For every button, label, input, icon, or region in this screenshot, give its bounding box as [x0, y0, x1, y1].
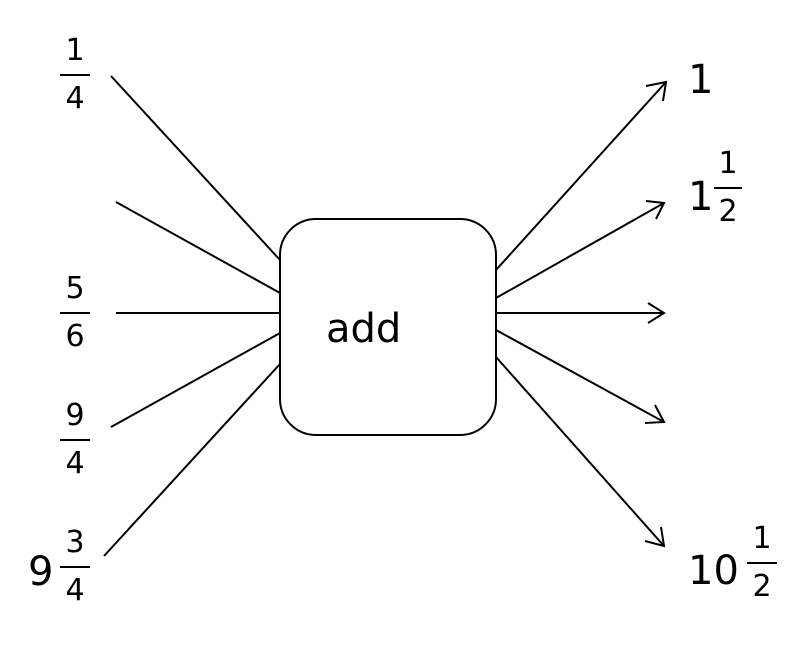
input-3-denominator: 6 — [65, 319, 85, 354]
output-1-whole: 1 — [688, 57, 714, 103]
fraction-bar — [60, 312, 90, 314]
output-2-numerator: 1 — [718, 146, 738, 181]
input-1-numerator: 1 — [65, 33, 85, 68]
fraction-bar — [60, 74, 90, 76]
output-arrow-2 — [495, 200, 666, 299]
input-5-denominator: 4 — [65, 573, 85, 608]
input-5-whole: 9 — [28, 549, 54, 595]
output-2-denominator: 2 — [718, 194, 738, 229]
input-line-1 — [110, 75, 281, 261]
output-5-denominator: 2 — [752, 569, 772, 604]
add-box — [279, 218, 497, 436]
input-1-denominator: 4 — [65, 81, 85, 116]
input-3-fraction: 5 6 — [60, 274, 90, 352]
output-arrow-3 — [496, 302, 666, 324]
output-2-whole: 1 — [688, 174, 714, 220]
fraction-bar — [714, 187, 742, 189]
output-5-numerator: 1 — [752, 521, 772, 556]
operation-label: add — [326, 306, 402, 352]
input-1-fraction: 1 4 — [60, 36, 90, 114]
output-arrow-1 — [495, 80, 668, 271]
output-arrow-5 — [495, 356, 666, 548]
input-5-fraction: 3 4 — [60, 528, 90, 606]
fraction-bar — [60, 439, 90, 441]
input-line-2 — [115, 201, 281, 294]
output-arrow-4 — [495, 329, 666, 424]
output-2-fraction: 1 2 — [714, 149, 742, 227]
input-line-4 — [110, 332, 281, 428]
output-5-whole: 10 — [688, 548, 739, 594]
input-3-numerator: 5 — [65, 271, 85, 306]
fraction-bar — [60, 566, 90, 568]
input-4-fraction: 9 4 — [60, 401, 90, 479]
input-4-denominator: 4 — [65, 446, 85, 481]
fraction-bar — [747, 562, 777, 564]
input-5-numerator: 3 — [65, 525, 85, 560]
input-4-numerator: 9 — [65, 398, 85, 433]
input-line-5 — [103, 363, 281, 557]
output-5-fraction: 1 2 — [747, 524, 777, 602]
